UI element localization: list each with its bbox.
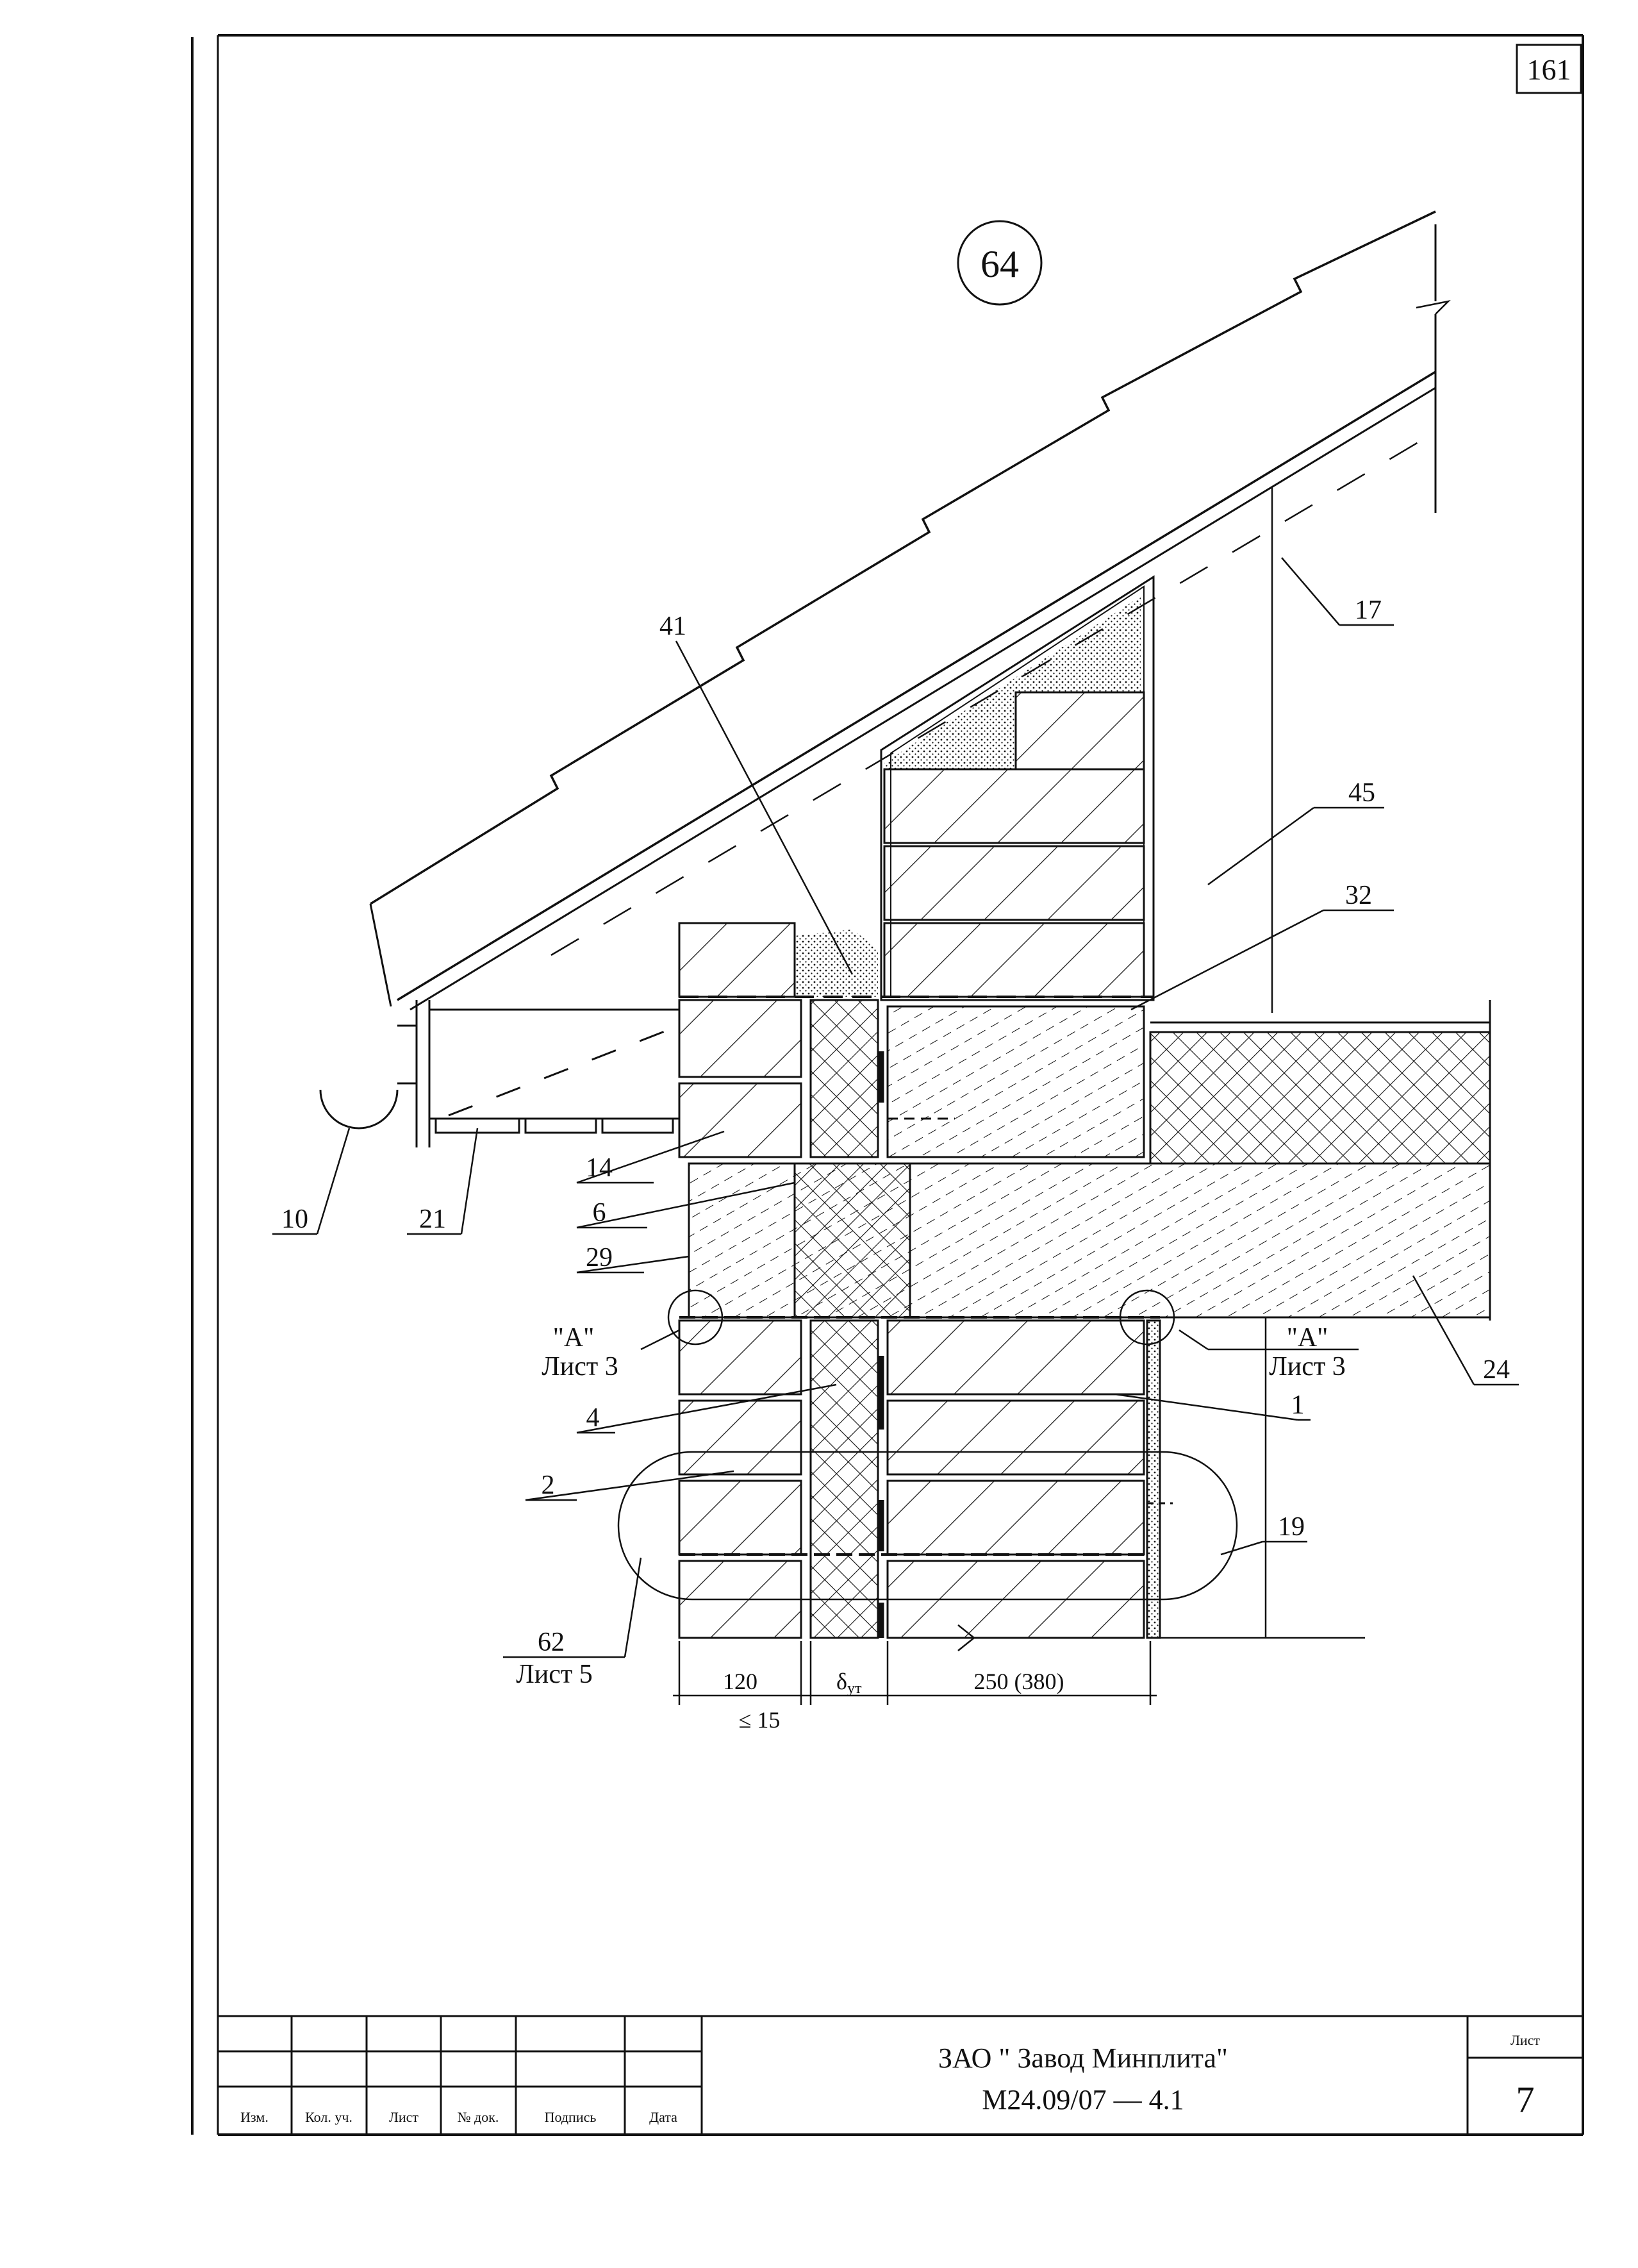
- tb-col-list: Лист: [389, 2109, 418, 2125]
- dim-wall: 250 (380): [974, 1669, 1064, 1694]
- ref-a-left-mark: "A": [553, 1323, 595, 1353]
- callout-14: 14: [586, 1153, 613, 1183]
- callout-24: 24: [1483, 1355, 1510, 1385]
- callout-29: 29: [586, 1243, 613, 1272]
- dimension-lines: [673, 1624, 1157, 1705]
- callout-17: 17: [1355, 596, 1382, 625]
- dim-insulation-sub: ут: [847, 1680, 862, 1697]
- callout-21: 21: [419, 1205, 446, 1234]
- detail-circles: [617, 1289, 1238, 1601]
- callout-1: 1: [1291, 1390, 1305, 1420]
- callout-4: 4: [586, 1403, 600, 1433]
- floor-slab: [679, 1000, 1491, 1556]
- tb-sheet-label: Лист: [1510, 2032, 1540, 2048]
- callout-45: 45: [1348, 778, 1375, 808]
- tb-col-izm: Изм.: [240, 2109, 269, 2125]
- dim-facing: 120: [723, 1669, 757, 1694]
- drawing-frame: [191, 34, 1584, 2136]
- callout-6: 6: [593, 1198, 606, 1228]
- callout-19: 19: [1278, 1512, 1305, 1542]
- upper-masonry: [678, 691, 1145, 998]
- dim-insulation-symbol: δут: [836, 1669, 862, 1697]
- ref-62-sheet: Лист 5: [516, 1660, 592, 1689]
- insulation-layer: [809, 999, 884, 1639]
- page-number: 161: [1527, 53, 1571, 86]
- wedge-fill: [884, 596, 1141, 769]
- callout-32: 32: [1345, 881, 1372, 910]
- tb-col-sign: Подпись: [545, 2109, 597, 2125]
- callout-10: 10: [281, 1205, 308, 1234]
- title-block-text: Изм. Кол. уч. Лист № док. Подпись Дата З…: [240, 2032, 1540, 2125]
- page-number-box: 161: [1516, 44, 1582, 94]
- inner-wall: [886, 1005, 1173, 1639]
- tb-organization: ЗАО " Завод Минплита": [938, 2042, 1228, 2074]
- ref-a-left-sheet: Лист 3: [542, 1352, 618, 1381]
- dim-gap: ≤ 15: [739, 1707, 781, 1733]
- title-block: [218, 2015, 1583, 2135]
- tb-sheet-number: 7: [1516, 2079, 1535, 2121]
- callout-labels: 41 17 45 32 14 6 29 10 21 24 4 1 2 19 "A…: [281, 596, 1510, 1689]
- ref-62-mark: 62: [538, 1628, 565, 1657]
- ref-a-right-mark: "A": [1287, 1323, 1328, 1353]
- tb-col-doc: № док.: [458, 2109, 499, 2125]
- node-marker: 64: [957, 220, 1043, 306]
- ref-a-right-sheet: Лист 3: [1269, 1352, 1345, 1381]
- tb-col-kol: Кол. уч.: [305, 2109, 352, 2125]
- wall-outline: [1160, 1317, 1365, 1639]
- gutter-eave: [319, 1000, 680, 1147]
- tb-doc-code: М24.09/07 — 4.1: [982, 2084, 1184, 2115]
- tb-col-date: Дата: [649, 2109, 677, 2125]
- callout-2: 2: [542, 1471, 555, 1500]
- leader-lines: [272, 557, 1519, 1658]
- dim-insulation-delta: δ: [836, 1669, 847, 1694]
- callout-41: 41: [659, 612, 686, 641]
- node-number: 64: [980, 243, 1019, 285]
